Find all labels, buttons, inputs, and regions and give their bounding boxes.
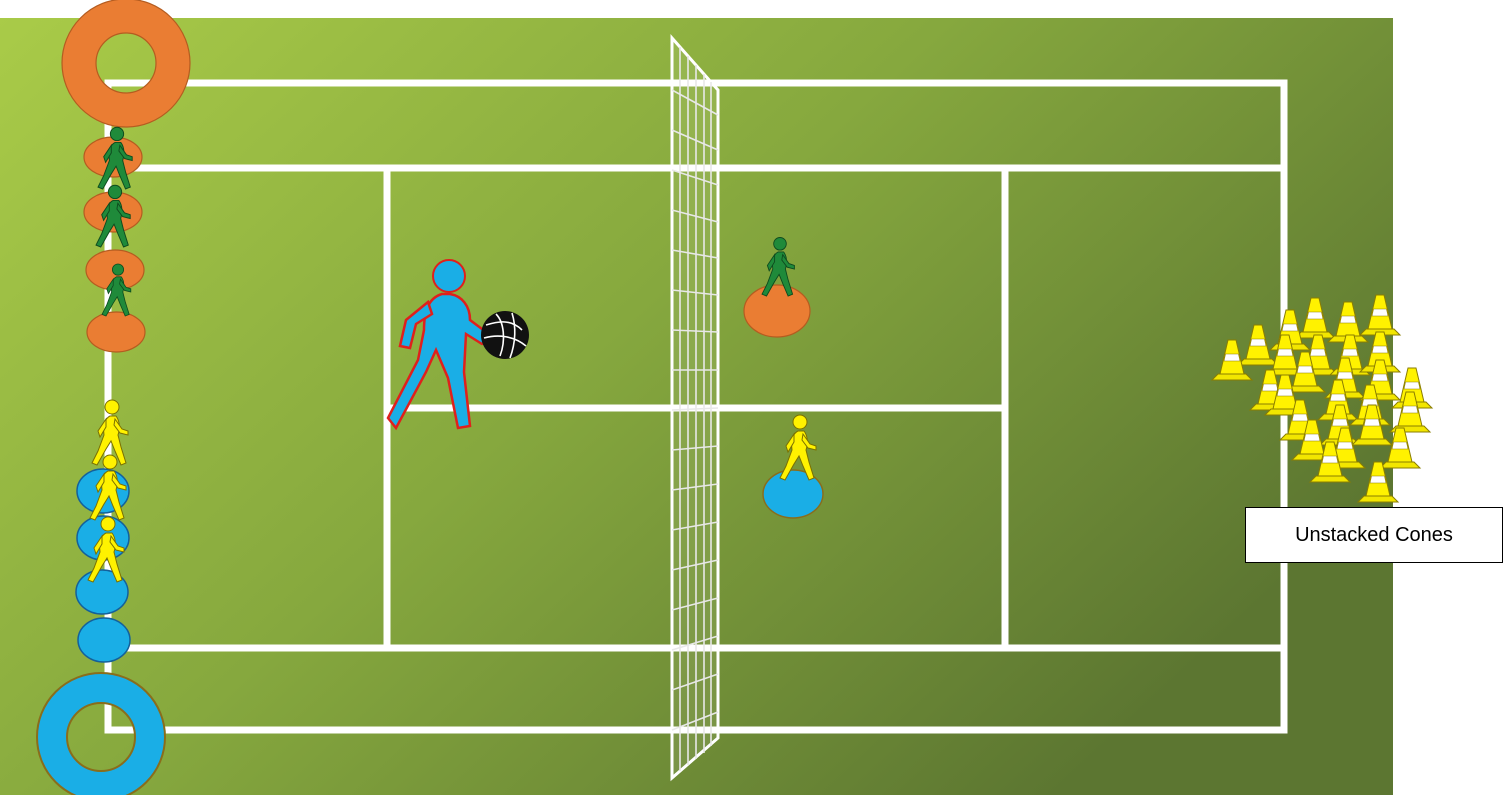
spot-marker-icon xyxy=(78,618,130,662)
spot-marker-icon xyxy=(744,285,810,337)
volleyball-icon xyxy=(481,311,529,359)
spot-marker-icon xyxy=(87,312,145,352)
cones-label: Unstacked Cones xyxy=(1245,507,1503,563)
net-icon xyxy=(672,38,718,778)
